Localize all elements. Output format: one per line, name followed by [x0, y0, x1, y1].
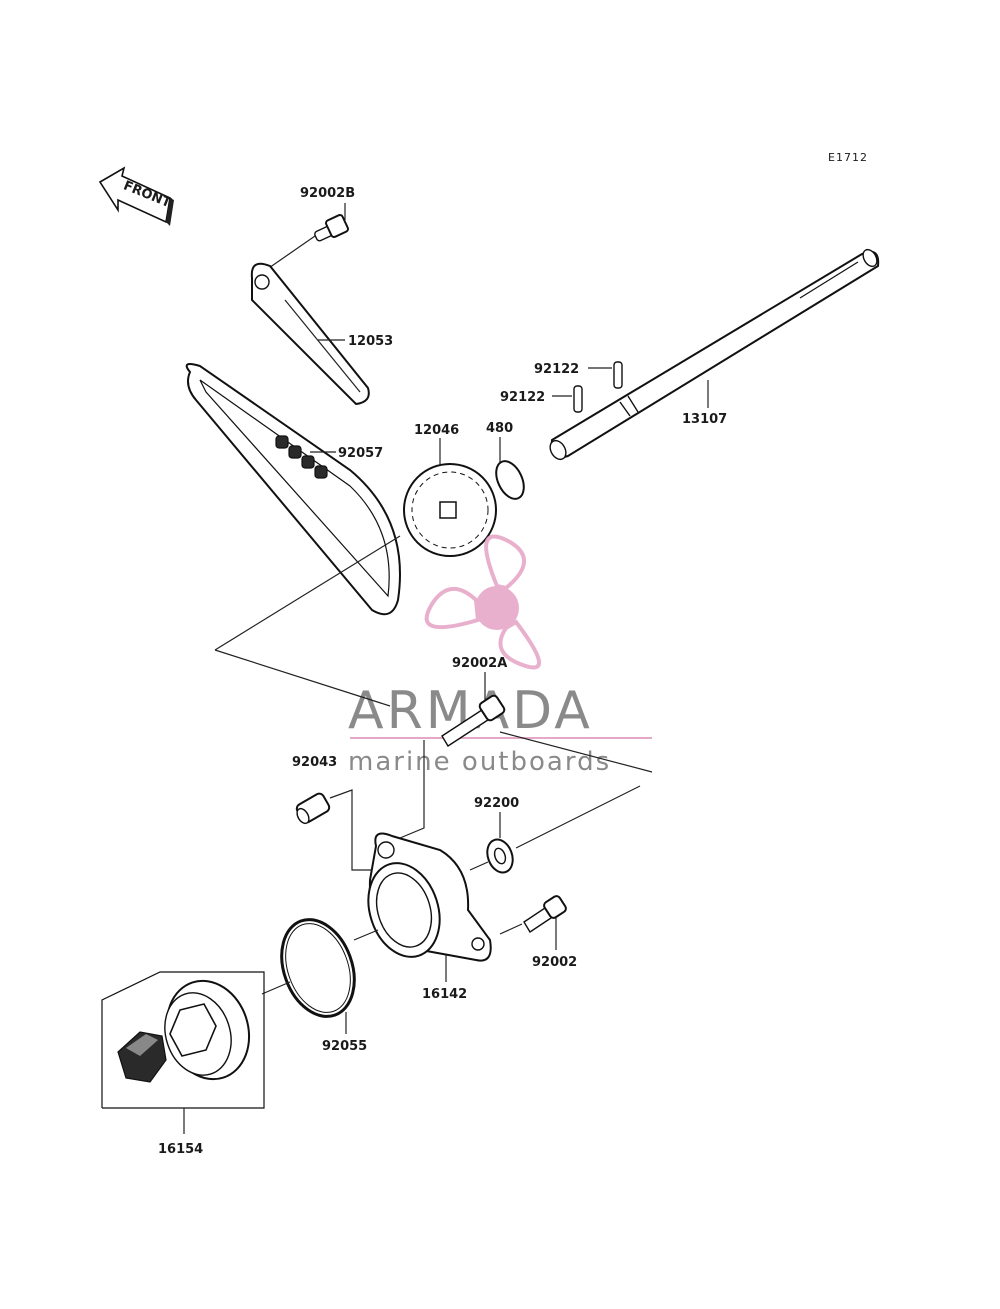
diagram-code: E1712: [828, 151, 868, 164]
pin-92122-lower: [573, 385, 583, 413]
label-16154: 16154: [158, 1142, 203, 1157]
bolt-92002: [523, 895, 567, 933]
sprocket-12046: [403, 463, 497, 557]
label-92200: 92200: [474, 796, 519, 811]
shaft-13107: [549, 248, 880, 461]
label-480: 480: [486, 421, 513, 436]
label-92055: 92055: [322, 1039, 367, 1054]
label-92057: 92057: [338, 446, 383, 461]
pin-92122-upper: [613, 361, 623, 389]
label-92002: 92002: [532, 955, 577, 970]
label-13107: 13107: [682, 412, 727, 427]
circlip-480: [495, 460, 525, 500]
label-92043: 92043: [292, 755, 337, 770]
label-12046: 12046: [414, 423, 459, 438]
label-92002B: 92002B: [300, 186, 355, 201]
pump-housing-16142: [367, 832, 492, 962]
label-92122-upper: 92122: [534, 362, 579, 377]
label-92122-lower: 92122: [500, 390, 545, 405]
armada-logo: [424, 534, 541, 670]
watermark-tagline: marine outboards: [348, 747, 611, 777]
dowel-92043: [295, 792, 331, 825]
bolt-92002A: [441, 694, 506, 747]
chain-guide-12053: [250, 262, 370, 406]
pump-rotor-set-16154: [101, 971, 265, 1109]
label-16142: 16142: [422, 987, 467, 1002]
tensioner-bolt-92002B: [314, 214, 349, 242]
front-arrow-icon: FRONT: [98, 166, 174, 226]
o-ring-92055: [280, 918, 356, 1018]
label-92002A: 92002A: [452, 656, 507, 671]
drive-chain-92057: [185, 363, 401, 616]
label-12053: 12053: [348, 334, 393, 349]
washer-92200: [486, 838, 514, 874]
